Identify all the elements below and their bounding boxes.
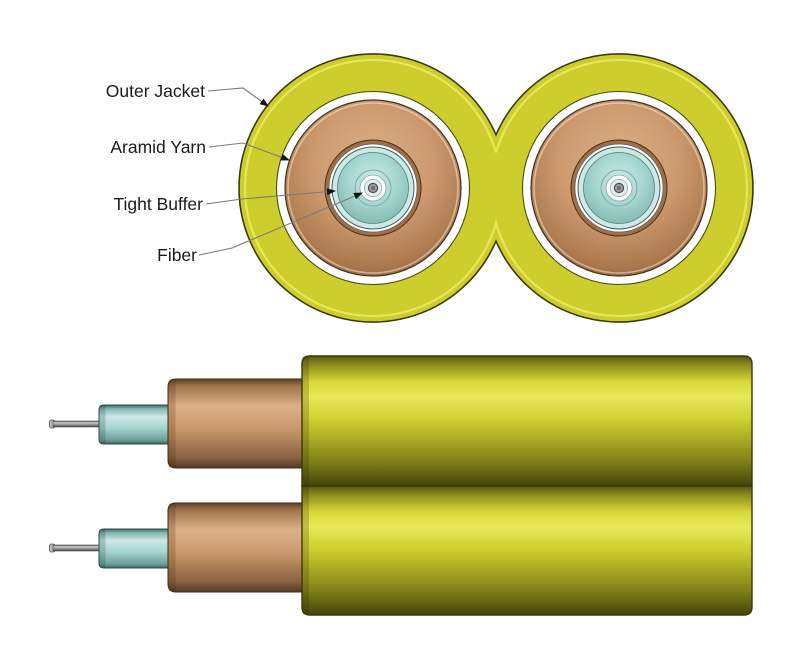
callouts: Outer Jacket Aramid Yarn Tight Buffer Fi…: [106, 81, 363, 265]
side-view: [49, 355, 753, 616]
cable-core-left: [275, 90, 471, 286]
label-aramid-yarn: Aramid Yarn: [110, 137, 206, 157]
label-outer-jacket: Outer Jacket: [106, 81, 205, 101]
cross-section-view: [238, 53, 754, 323]
jacket-end-shading: [302, 357, 309, 614]
outer-jacket-bottom-cylinder: [301, 485, 753, 616]
side-cable-bottom: [49, 502, 311, 593]
label-fiber: Fiber: [157, 245, 197, 265]
leader-outer-jacket: [207, 87, 269, 107]
leader-fiber: [198, 192, 363, 256]
cable-core-right: [521, 90, 717, 286]
outer-jacket-top-cylinder: [301, 355, 753, 487]
label-tight-buffer: Tight Buffer: [114, 194, 204, 214]
jacket-bevel-highlight: [243, 58, 749, 318]
side-cable-top: [49, 378, 311, 469]
leader-aramid-yarn: [208, 142, 290, 161]
leader-tight-buffer: [205, 188, 336, 205]
